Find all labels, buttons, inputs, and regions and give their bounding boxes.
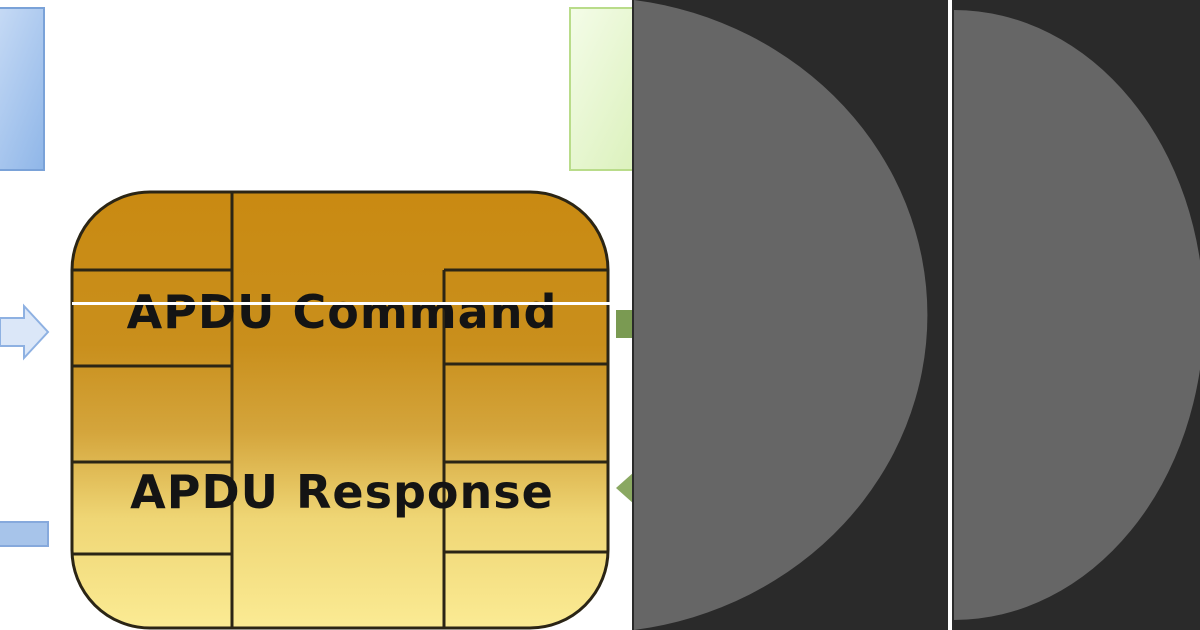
half-disc-shape <box>634 0 928 630</box>
response-arrow-stub <box>0 521 49 547</box>
smart-card-chip: APDU Command APDU Response <box>70 190 610 630</box>
apdu-command-label: APDU Command <box>127 285 558 339</box>
scan-line <box>72 302 632 305</box>
command-arrow-icon <box>0 303 50 361</box>
panel-divider <box>948 0 952 630</box>
command-arrow-right-stub <box>616 310 634 338</box>
response-arrow-right-icon <box>616 472 634 504</box>
overlay-panel-1 <box>632 0 948 630</box>
half-disc-shape <box>954 10 1200 620</box>
apdu-response-label: APDU Response <box>130 465 554 519</box>
overlay-panel-2 <box>952 0 1200 630</box>
left-entity-box <box>0 7 45 171</box>
